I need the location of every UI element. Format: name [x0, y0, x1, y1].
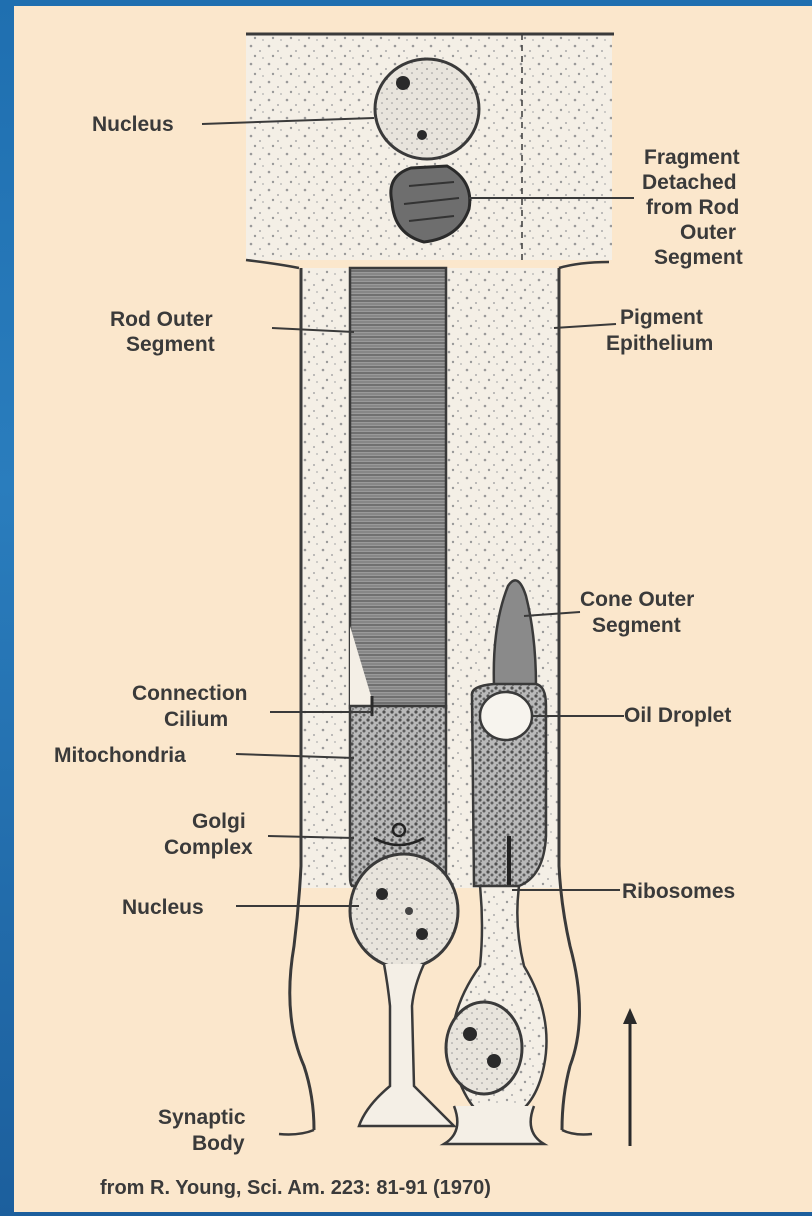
top-nucleus — [375, 59, 479, 159]
citation: from R. Young, Sci. Am. 223: 81-91 (1970… — [100, 1177, 491, 1199]
label-oil-droplet: Oil Droplet — [624, 704, 731, 727]
rod-cell-body — [350, 854, 458, 1126]
photoreceptor-diagram: Nucleus Fragment Detached from Rod Outer… — [14, 6, 812, 1212]
label-pigment-epithelium-line1: Pigment — [620, 306, 703, 329]
label-pigment-epithelium-line2: Epithelium — [606, 332, 713, 355]
cone-inner-segment — [472, 684, 546, 886]
label-nucleus-bottom: Nucleus — [122, 896, 204, 919]
label-fragment-line2: Detached — [642, 171, 737, 194]
label-golgi-complex-line2: Complex — [164, 836, 253, 859]
label-fragment-line5: Segment — [654, 246, 743, 269]
label-synaptic-body-line2: Body — [192, 1132, 245, 1155]
label-cone-outer-segment-line1: Cone Outer — [580, 588, 694, 611]
label-nucleus-top: Nucleus — [92, 113, 174, 136]
label-synaptic-body-line1: Synaptic — [158, 1106, 246, 1129]
label-fragment-line1: Fragment — [644, 146, 740, 169]
label-rod-outer-segment-line2: Segment — [126, 333, 215, 356]
label-cone-outer-segment-line2: Segment — [592, 614, 681, 637]
label-connection-cilium-line1: Connection — [132, 682, 248, 705]
label-rod-outer-segment-line1: Rod Outer — [110, 308, 213, 331]
label-mitochondria: Mitochondria — [54, 744, 186, 767]
label-golgi-complex-line1: Golgi — [192, 810, 246, 833]
direction-arrow — [623, 1008, 637, 1146]
cone-cell-body — [444, 886, 547, 1144]
label-fragment-line4: Outer — [680, 221, 736, 244]
label-connection-cilium-line2: Cilium — [164, 708, 228, 731]
label-fragment-line3: from Rod — [646, 196, 739, 219]
rod-outer-segment — [350, 268, 446, 708]
label-ribosomes: Ribosomes — [622, 880, 735, 903]
